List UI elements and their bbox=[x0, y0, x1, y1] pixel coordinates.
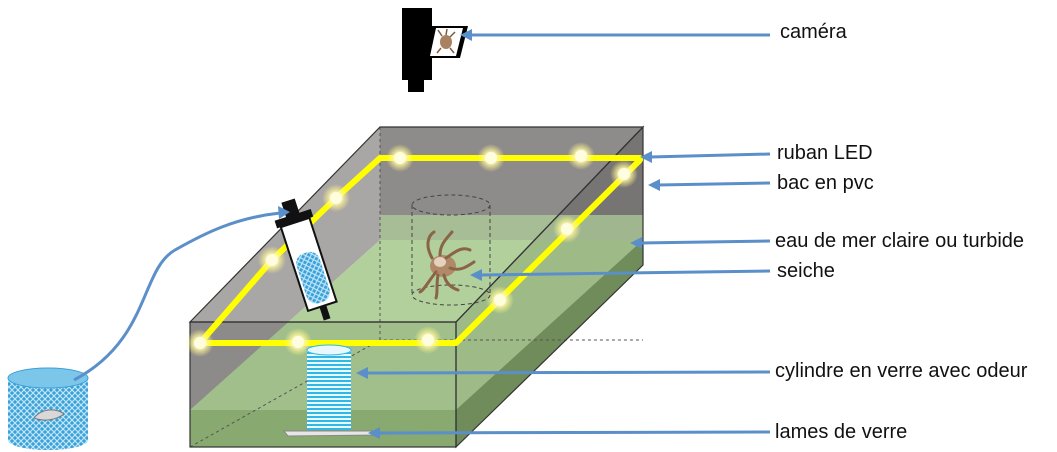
label-cuttlefish: seiche bbox=[777, 260, 835, 282]
pvc-tank bbox=[190, 127, 643, 447]
label-camera: caméra bbox=[780, 21, 847, 43]
label-glass-cylinder: cylindre en verre avec odeur bbox=[775, 360, 1027, 382]
label-glass-slides: lames de verre bbox=[775, 421, 907, 443]
glass-cylinder bbox=[307, 345, 351, 430]
label-led-strip: ruban LED bbox=[777, 142, 873, 164]
glass-slides bbox=[284, 431, 380, 436]
label-seawater: eau de mer claire ou turbide bbox=[775, 230, 1024, 252]
camera-icon bbox=[402, 8, 468, 92]
label-pvc-tank: bac en pvc bbox=[777, 172, 874, 194]
